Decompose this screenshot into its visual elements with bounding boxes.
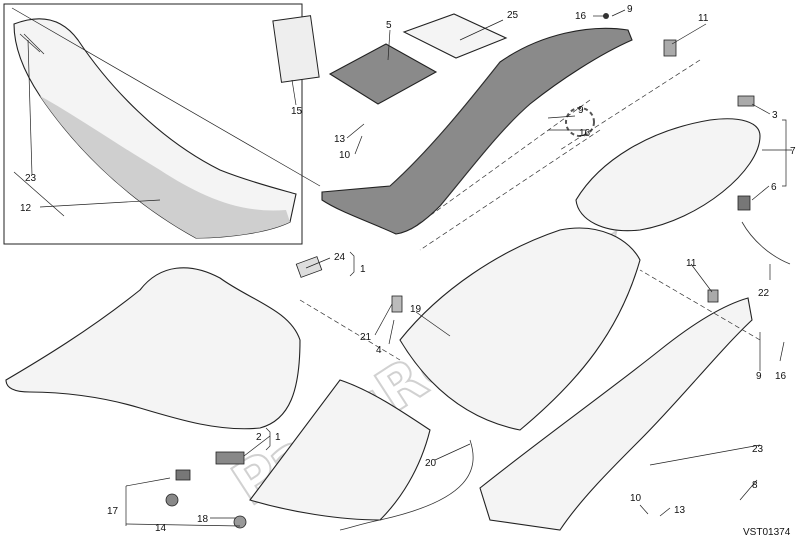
tail-frame-rim (389, 61, 531, 207)
passenger-seat (575, 118, 761, 232)
callout-9-mid: 9 (578, 105, 584, 116)
callout-19: 19 (410, 304, 422, 315)
leader-lines (13, 9, 792, 527)
key-14 (165, 493, 179, 507)
callout-2: 2 (256, 432, 262, 443)
sticker-15 (272, 15, 320, 83)
callout-16-right: 16 (775, 371, 787, 382)
bracket-24-1 (349, 251, 355, 277)
assembly-line-d (299, 299, 401, 361)
callout-8: 8 (752, 480, 758, 491)
callout-23-inset: 23 (25, 173, 37, 184)
hook-3 (737, 95, 755, 107)
cable-22 (741, 221, 791, 265)
callout-16-mid: 16 (579, 128, 591, 139)
callout-4: 4 (376, 345, 382, 356)
inset-logo (19, 33, 45, 55)
lock-17 (175, 469, 191, 481)
inset-frame (3, 3, 303, 245)
bolt-16 (603, 13, 609, 19)
assembly-line-e (639, 269, 761, 341)
callout-9-top: 9 (627, 4, 633, 15)
block-2 (215, 451, 245, 465)
grommet-18 (233, 515, 247, 529)
callout-13-bottom: 13 (674, 505, 686, 516)
diagram-code: VST01374 (743, 527, 791, 538)
rider-seat (5, 267, 301, 430)
right-side-cover (479, 297, 753, 531)
callout-24: 24 (334, 252, 346, 263)
plate-5 (328, 43, 438, 105)
stud-21 (391, 295, 403, 313)
callout-21: 21 (360, 332, 372, 343)
callout-15: 15 (291, 106, 303, 117)
inset-side-cover-shade (40, 96, 290, 238)
callout-14: 14 (155, 523, 167, 534)
callout-25: 25 (507, 10, 519, 21)
callout-5: 5 (386, 20, 392, 31)
bracket-7 (782, 119, 787, 187)
callout-10-bottom: 10 (630, 493, 642, 504)
assembly-line-c (419, 129, 601, 251)
cable-20 (339, 439, 474, 531)
inset-connector-line (11, 7, 321, 187)
plate-25 (402, 13, 508, 59)
callout-9-right: 9 (756, 371, 762, 382)
callout-17: 17 (107, 506, 119, 517)
callout-23-right: 23 (752, 444, 764, 455)
callout-1-bottom: 1 (275, 432, 281, 443)
callout-1-top: 1 (360, 264, 366, 275)
callout-20: 20 (425, 458, 437, 469)
clip-11b (707, 289, 719, 303)
callout-11-right: 11 (686, 258, 697, 269)
callout-16-top: 16 (575, 11, 587, 22)
callout-11-top: 11 (698, 13, 709, 24)
callout-10-top: 10 (339, 150, 351, 161)
rear-subframe (399, 227, 641, 431)
clip-11 (663, 39, 677, 57)
assembly-line-b (559, 59, 701, 151)
callout-12: 12 (20, 203, 32, 214)
gear-washer (565, 107, 595, 137)
callout-7: 7 (790, 146, 796, 157)
callout-6: 6 (771, 182, 777, 193)
undertray (249, 379, 431, 521)
callout-22: 22 (758, 288, 770, 299)
bracket-2-1 (265, 427, 271, 451)
callout-18: 18 (197, 514, 209, 525)
bumper-6 (737, 195, 751, 211)
callout-13-top: 13 (334, 134, 346, 145)
assembly-line-a (409, 99, 591, 231)
callout-3: 3 (772, 110, 778, 121)
